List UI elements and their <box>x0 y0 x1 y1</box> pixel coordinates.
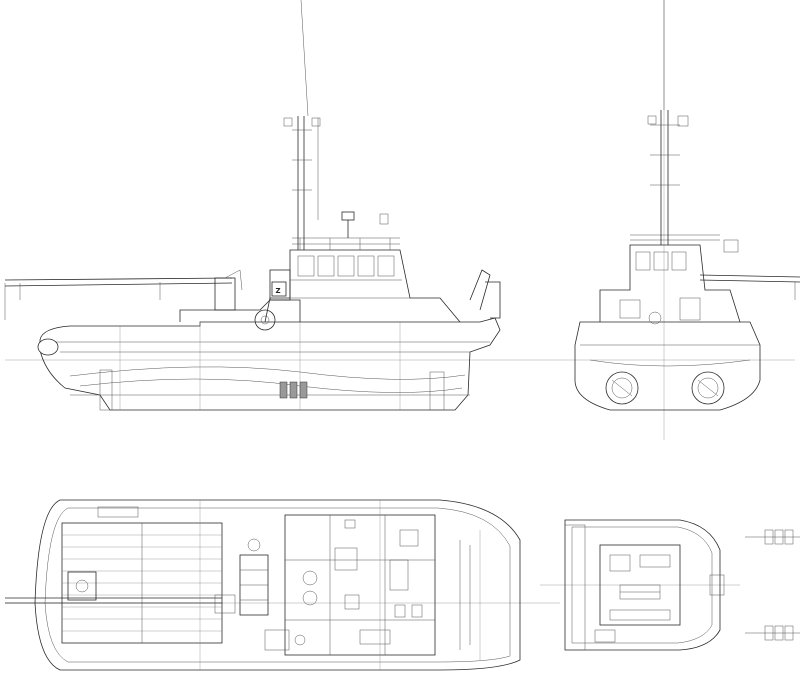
wheelhouse-window <box>317 255 335 277</box>
winch-drum <box>254 309 276 331</box>
wheelhouse-window <box>337 255 355 277</box>
towing-winch <box>214 538 269 616</box>
wheelhouse-window <box>297 255 315 277</box>
side-elevation-view: Z <box>4 0 795 411</box>
funnel-mark-badge: Z <box>271 281 287 297</box>
hull-port <box>289 381 298 399</box>
superstructure <box>264 211 501 323</box>
main-deck-plan-view <box>5 499 560 671</box>
wheelhouse-outline <box>564 519 721 651</box>
wheelhouse-interior <box>599 544 681 626</box>
side-hull <box>39 317 501 411</box>
crane <box>4 269 243 320</box>
bow-fender <box>37 338 59 356</box>
side-mast <box>283 0 321 250</box>
stern-mast <box>647 0 689 245</box>
deck-outline <box>34 499 521 671</box>
stern-elevation-view <box>574 0 800 440</box>
aft-deck-planking <box>61 506 223 644</box>
wheelhouse-deck-plan-view <box>540 519 800 651</box>
stern-crane-boom <box>699 279 800 283</box>
stern-hull <box>574 321 761 411</box>
starboard-propeller <box>691 371 725 405</box>
port-propeller <box>605 371 639 405</box>
accommodation-block <box>264 514 436 656</box>
hull-port <box>299 381 308 399</box>
funnel-mark-letter: Z <box>276 287 281 295</box>
crane-base <box>67 571 97 601</box>
hull-port <box>279 381 288 399</box>
wheelhouse-window <box>377 255 395 277</box>
detail-marker-top <box>745 529 800 545</box>
radar-antenna <box>341 211 355 221</box>
wheelhouse-window <box>357 255 375 277</box>
whip-antenna <box>300 0 309 117</box>
detail-marker-bottom <box>745 625 800 641</box>
